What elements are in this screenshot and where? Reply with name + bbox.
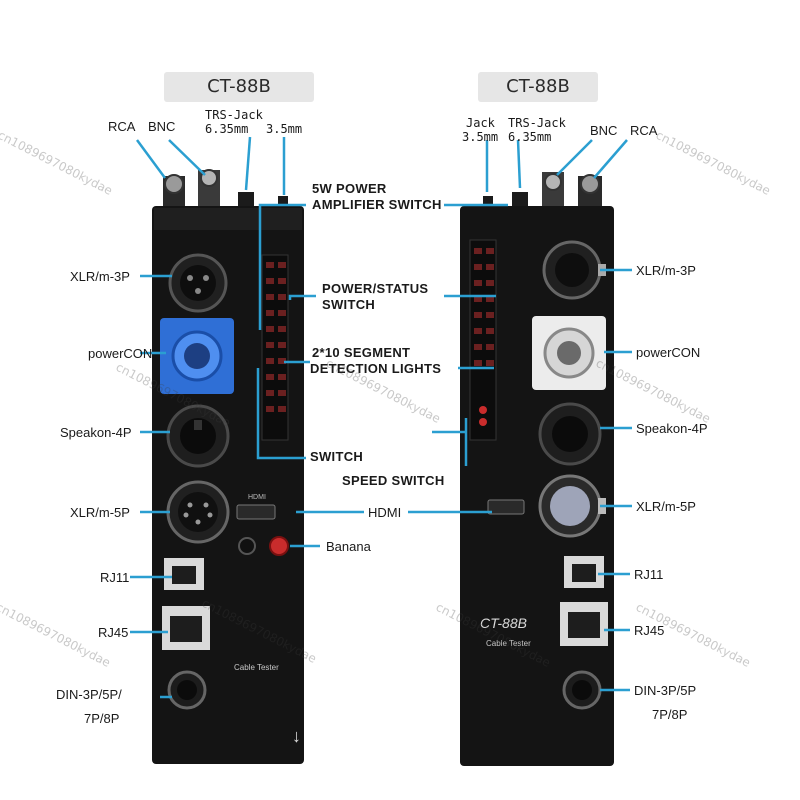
power-switch-label-2: SWITCH xyxy=(322,297,376,312)
left-trs-connector xyxy=(238,192,254,206)
right-trs-jack-label: TRS-Jack xyxy=(508,116,566,130)
amp-switch-label-1: 5W POWER xyxy=(312,181,387,196)
switch-label: SWITCH xyxy=(310,449,364,464)
left-trs-jack-label: TRS-Jack xyxy=(205,108,263,122)
right-trs-jack-size: 6.35mm xyxy=(508,130,552,144)
left-xlr-5p-label: XLR/m-5P xyxy=(70,505,130,520)
left-banana-red-icon xyxy=(269,536,289,556)
left-device-title: CT-88B xyxy=(164,72,314,102)
right-bnc-label: BNC xyxy=(590,123,618,138)
right-device: CT-88B Cable Tester xyxy=(460,172,614,766)
right-trs-connector xyxy=(512,192,528,206)
left-din-label-2: 7P/8P xyxy=(84,711,120,726)
right-rca-jack-icon xyxy=(580,174,600,194)
left-banana-black-icon xyxy=(238,537,256,555)
right-panel-logo: Cable Tester xyxy=(486,639,531,648)
right-xlr-5p-label: XLR/m-5P xyxy=(636,499,696,514)
hdmi-label: HDMI xyxy=(368,505,402,520)
svg-text:↓: ↓ xyxy=(292,726,301,746)
right-bnc-jack-icon xyxy=(544,173,562,191)
right-powercon-label: powerCON xyxy=(636,345,701,360)
power-switch-label-1: POWER/STATUS xyxy=(322,281,429,296)
right-jack-label: Jack xyxy=(466,116,495,130)
left-xlr-3p-label: XLR/m-3P xyxy=(70,269,130,284)
right-din-label-2: 7P/8P xyxy=(652,707,688,722)
left-jack-size: 3.5mm xyxy=(266,122,303,136)
right-device-title: CT-88B xyxy=(478,72,598,102)
left-jack-connector xyxy=(278,196,288,206)
left-rj45-label: RJ45 xyxy=(98,625,129,640)
speed-switch-label: SPEED SWITCH xyxy=(342,473,445,488)
banana-label: Banana xyxy=(326,539,371,554)
right-xlr-3p-label: XLR/m-3P xyxy=(636,263,696,278)
segment-lights-label-1: 2*10 SEGMENT xyxy=(312,345,411,360)
left-device: HDMI Cable Tester ↓ xyxy=(152,169,304,764)
left-bnc-label: BNC xyxy=(148,119,176,134)
left-din-label-1: DIN-3P/5P/ xyxy=(56,687,122,702)
right-din-label-1: DIN-3P/5P xyxy=(634,683,697,698)
left-powercon-label: powerCON xyxy=(88,346,153,361)
segment-lights-label-2: DETECTION LIGHTS xyxy=(310,361,442,376)
right-led-column xyxy=(469,239,497,441)
left-panel-logo: Cable Tester xyxy=(234,663,279,672)
right-speakon-label: Speakon-4P xyxy=(636,421,708,436)
right-panel-model: CT-88B xyxy=(480,615,527,631)
left-rca-jack-icon xyxy=(164,174,184,194)
right-rca-label: RCA xyxy=(630,123,658,138)
left-rca-label: RCA xyxy=(108,119,136,134)
right-jack-size: 3.5mm xyxy=(462,130,499,144)
left-rj11-label: RJ11 xyxy=(100,570,130,585)
left-hdmi-port-icon xyxy=(236,504,276,520)
right-hdmi-port-icon xyxy=(487,499,525,515)
svg-text:HDMI: HDMI xyxy=(248,494,266,501)
right-rj45-label: RJ45 xyxy=(634,623,665,638)
left-speakon-label: Speakon-4P xyxy=(60,425,132,440)
right-jack-connector xyxy=(483,196,493,206)
amp-switch-label-2: AMPLIFIER SWITCH xyxy=(312,197,442,212)
leader-lines xyxy=(130,136,632,699)
right-rj11-label: RJ11 xyxy=(634,567,664,582)
left-trs-jack-size: 6.35mm xyxy=(205,122,249,136)
